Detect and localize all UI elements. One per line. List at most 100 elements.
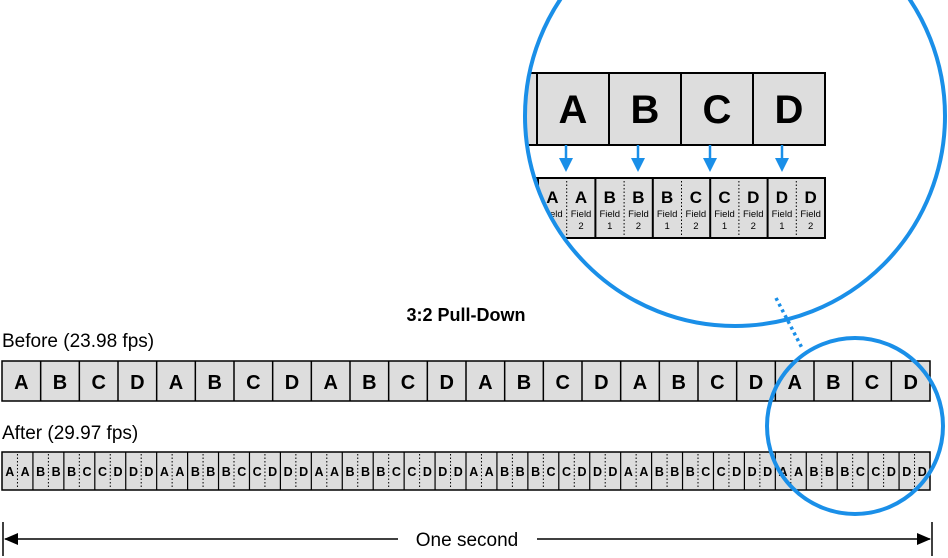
- zoom-field-letter: B: [604, 188, 616, 207]
- after-field-letter: B: [361, 465, 370, 479]
- after-field-letter: B: [206, 465, 215, 479]
- after-field-letter: C: [871, 465, 880, 479]
- zoom-frame-letter: A: [559, 88, 588, 132]
- zoom-field-letter: B: [632, 188, 644, 207]
- after-field-letter: D: [299, 465, 308, 479]
- before-frame-letter: D: [749, 372, 763, 394]
- zoom-frame-letter: D: [775, 88, 804, 132]
- after-field-letter: A: [794, 465, 803, 479]
- before-frame-letter: A: [169, 372, 183, 394]
- after-field-letter: C: [547, 465, 556, 479]
- after-label: After (29.97 fps): [2, 423, 138, 444]
- zoom-field-letter: D: [747, 188, 759, 207]
- after-field-letter: D: [423, 465, 432, 479]
- before-frame-letter: B: [517, 372, 531, 394]
- after-field-letter: C: [701, 465, 710, 479]
- zoom-field-letter: D: [776, 188, 788, 207]
- zoom-field-label: Field: [686, 209, 707, 220]
- before-frame-letter: B: [671, 372, 685, 394]
- after-field-letter: D: [887, 465, 896, 479]
- zoom-field-number: 2: [751, 221, 756, 232]
- before-frame-letter: B: [362, 372, 376, 394]
- before-frame-letter: C: [710, 372, 724, 394]
- after-field-letter: D: [732, 465, 741, 479]
- after-field-letter: C: [98, 465, 107, 479]
- before-frame-letter: D: [903, 372, 917, 394]
- after-field-letter: B: [516, 465, 525, 479]
- after-field-letter: A: [160, 465, 169, 479]
- zoom-field-letter: D: [805, 188, 817, 207]
- before-frame-letter: B: [826, 372, 840, 394]
- zoom-field-letter: A: [575, 188, 587, 207]
- one-second-marker: One second: [2, 522, 933, 556]
- after-field-letter: B: [670, 465, 679, 479]
- after-field-letter: B: [67, 465, 76, 479]
- after-field-letter: C: [856, 465, 865, 479]
- zoom-field-number: 2: [578, 221, 583, 232]
- after-field-letter: D: [902, 465, 911, 479]
- after-field-letter: C: [253, 465, 262, 479]
- after-field-letter: B: [840, 465, 849, 479]
- down-arrow-icon: [703, 158, 717, 172]
- after-field-letter: A: [315, 465, 324, 479]
- zoom-field-number: 1: [779, 221, 784, 232]
- after-field-letter: B: [655, 465, 664, 479]
- before-frame-letter: C: [91, 372, 105, 394]
- before-frame-letter: B: [53, 372, 67, 394]
- down-arrow-icon: [559, 158, 573, 172]
- after-field-letter: B: [686, 465, 695, 479]
- one-second-label: One second: [416, 530, 518, 551]
- before-frame-letter: A: [14, 372, 28, 394]
- zoom-field-label: Field: [800, 209, 821, 220]
- after-field-letter: C: [407, 465, 416, 479]
- zoom-field-number: 1: [607, 221, 612, 232]
- after-field-letter: D: [284, 465, 293, 479]
- zoom-background: [525, 0, 945, 326]
- before-frame-letter: C: [865, 372, 879, 394]
- before-frame-letter: D: [594, 372, 608, 394]
- before-frame-letter: C: [401, 372, 415, 394]
- after-field-letter: B: [191, 465, 200, 479]
- after-field-letter: D: [593, 465, 602, 479]
- zoom-field-letter: A: [546, 188, 558, 207]
- diagram-title: 3:2 Pull-Down: [406, 305, 525, 325]
- after-field-letter: A: [330, 465, 339, 479]
- zoom-circle: [523, 0, 947, 328]
- zoom-field-number: 2: [808, 221, 813, 232]
- zoom-field-label: Field: [571, 209, 592, 220]
- zoom-field-letter: B: [661, 188, 673, 207]
- zoom-field-number: 1: [722, 221, 727, 232]
- zoom-field-number: 2: [693, 221, 698, 232]
- after-field-letter: D: [113, 465, 122, 479]
- zoom-field-number: 1: [665, 221, 670, 232]
- before-frame-letter: A: [787, 372, 801, 394]
- zoom-field-number: 2: [636, 221, 641, 232]
- after-field-letter: B: [376, 465, 385, 479]
- before-frame-letter: D: [439, 372, 453, 394]
- zoom-field-letter: C: [718, 188, 730, 207]
- after-field-letter: B: [809, 465, 818, 479]
- after-field-letter: A: [624, 465, 633, 479]
- after-field-letter: D: [454, 465, 463, 479]
- after-field-letter: A: [175, 465, 184, 479]
- left-arrow-icon: [4, 533, 18, 545]
- before-frame-letter: C: [555, 372, 569, 394]
- before-frame-letter: C: [246, 372, 260, 394]
- after-field-letter: B: [345, 465, 354, 479]
- after-field-letter: B: [825, 465, 834, 479]
- zoom-field-label: Field: [599, 209, 620, 220]
- zoom-connector: [774, 297, 804, 349]
- after-field-letter: D: [144, 465, 153, 479]
- after-field-letter: B: [36, 465, 45, 479]
- zoom-field-letter: C: [690, 188, 702, 207]
- zoom-field-label: Field: [542, 209, 563, 220]
- after-field-letter: C: [237, 465, 246, 479]
- after-field-letter: A: [469, 465, 478, 479]
- after-field-letter: D: [577, 465, 586, 479]
- zoom-frame-letter: B: [631, 88, 660, 132]
- before-frame-letter: A: [478, 372, 492, 394]
- after-field-letter: C: [83, 465, 92, 479]
- down-arrow-icon: [775, 158, 789, 172]
